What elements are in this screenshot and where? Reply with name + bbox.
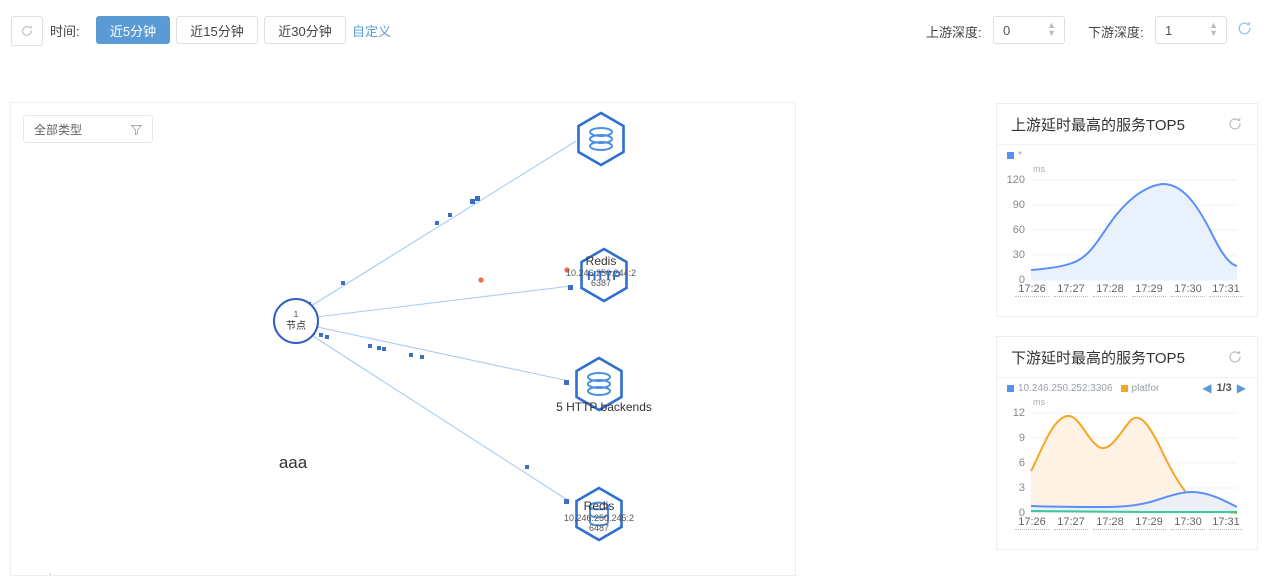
legend-swatch-icon xyxy=(1007,152,1014,159)
time-label: 时间: xyxy=(50,24,80,39)
chevron-up-icon: ▲ xyxy=(1209,20,1218,30)
x-tick: 17:26 xyxy=(1015,516,1049,530)
refresh-button[interactable] xyxy=(11,16,43,46)
downstream-latency-chart[interactable]: ms 12 9 6 3 0 17:26 17:27 17:28 17:29 xyxy=(997,395,1257,545)
x-tick: 17:29 xyxy=(1132,283,1166,297)
chevron-up-icon: ▲ xyxy=(1047,20,1056,30)
y-tick: 60 xyxy=(1012,224,1025,236)
y-tick: 9 xyxy=(1018,432,1025,444)
downstream-depth-input[interactable]: 1 ▲ ▼ xyxy=(1155,16,1227,44)
upstream-depth-label: 上游深度: xyxy=(926,25,982,40)
legend-label: 10.246.250.252:3306 xyxy=(1018,383,1113,394)
legend-item[interactable]: platfor xyxy=(1120,383,1160,394)
legend-swatch-icon xyxy=(1007,385,1014,392)
svg-text:HTTP: HTTP xyxy=(587,268,621,283)
legend-swatch-icon xyxy=(1120,385,1128,392)
top-toolbar: 时间: 近5分钟 近15分钟 近30分钟 自定义 上游深度: 0 ▲ ▼ 下游深… xyxy=(0,0,1270,60)
range-button-30min[interactable]: 近30分钟 xyxy=(264,16,346,44)
type-filter-select[interactable]: 全部类型 xyxy=(23,115,153,143)
upstream-depth-input[interactable]: 0 ▲ ▼ xyxy=(993,16,1065,44)
legend-label: * xyxy=(1018,150,1022,161)
downstream-depth-stepper[interactable]: ▲ ▼ xyxy=(1209,20,1218,38)
x-tick: 17:31 xyxy=(1209,516,1243,530)
center-node-name: aaa xyxy=(278,453,308,472)
legend-next-button[interactable]: ▶ xyxy=(1236,381,1246,395)
legend-prev-button[interactable]: ◀ xyxy=(1202,381,1212,395)
legend-page-indicator: 1/3 xyxy=(1216,382,1232,394)
chart-plot xyxy=(1030,412,1238,514)
chart-plot xyxy=(1030,179,1238,281)
y-tick: 90 xyxy=(1012,199,1025,211)
chevron-down-icon: ▼ xyxy=(1209,28,1218,38)
downstream-depth-label: 下游深度: xyxy=(1088,25,1144,40)
x-tick: 17:30 xyxy=(1171,516,1205,530)
filter-icon xyxy=(130,123,152,136)
upstream-depth-value: 0 xyxy=(1003,22,1011,38)
y-axis-unit: ms xyxy=(1033,164,1045,174)
panel-header: 上游延时最高的服务TOP5 xyxy=(997,104,1257,145)
panel-title: 上游延时最高的服务TOP5 xyxy=(1011,116,1185,134)
zoom-in-icon[interactable]: + xyxy=(45,569,55,575)
x-tick: 17:27 xyxy=(1054,516,1088,530)
legend-item[interactable]: 10.246.250.252:3306 xyxy=(1007,383,1113,394)
panel-refresh-button[interactable] xyxy=(1227,116,1257,132)
refresh-icon xyxy=(22,25,32,36)
chevron-down-icon: ▼ xyxy=(1047,28,1056,38)
downstream-depth-value: 1 xyxy=(1165,22,1173,38)
x-tick: 17:28 xyxy=(1093,516,1127,530)
svg-text:1: 1 xyxy=(294,310,299,319)
range-button-5min[interactable]: 近5分钟 xyxy=(96,16,170,44)
refresh-icon xyxy=(1238,21,1251,35)
legend-item[interactable]: * xyxy=(1007,150,1022,161)
panel-refresh-button[interactable] xyxy=(1227,349,1257,365)
x-tick: 17:28 xyxy=(1093,283,1127,297)
svg-text:节点: 节点 xyxy=(286,320,306,332)
upstream-depth-stepper[interactable]: ▲ ▼ xyxy=(1047,20,1056,38)
upstream-latency-panel: 上游延时最高的服务TOP5 * ms 120 90 60 30 0 xyxy=(996,103,1258,317)
y-tick: 0 xyxy=(1018,507,1025,519)
chart-legend[interactable]: 10.246.250.252:3306 platfor xyxy=(1007,383,1167,394)
panel-title: 下游延时最高的服务TOP5 xyxy=(1011,349,1185,367)
chart-legend[interactable]: * xyxy=(1007,150,1030,161)
downstream-latency-panel: 下游延时最高的服务TOP5 10.246.250.252:3306 platfo… xyxy=(996,336,1258,550)
x-tick: 17:29 xyxy=(1132,516,1166,530)
x-tick: 17:31 xyxy=(1209,283,1243,297)
type-filter-value: 全部类型 xyxy=(34,122,83,137)
y-tick: 120 xyxy=(1006,174,1025,186)
refresh-icon xyxy=(1229,350,1241,363)
y-tick: 6 xyxy=(1018,457,1025,469)
legend-label: platfor xyxy=(1131,383,1160,394)
zoom-slider-control[interactable]: + xyxy=(38,569,66,575)
y-tick: 30 xyxy=(1012,249,1025,261)
range-button-15min[interactable]: 近15分钟 xyxy=(176,16,258,44)
topology-graph-panel[interactable]: 全部类型 xyxy=(10,102,796,576)
y-tick: 12 xyxy=(1012,407,1025,419)
y-tick: 0 xyxy=(1018,274,1025,286)
custom-range-link[interactable]: 自定义 xyxy=(352,24,392,39)
x-tick: 17:27 xyxy=(1054,283,1088,297)
x-tick: 17:26 xyxy=(1015,283,1049,297)
graph-refresh-button[interactable] xyxy=(1236,20,1253,42)
upstream-latency-chart[interactable]: ms 120 90 60 30 0 17:26 17:27 17:28 17:2… xyxy=(997,162,1257,312)
panel-header: 下游延时最高的服务TOP5 xyxy=(997,337,1257,378)
y-tick: 3 xyxy=(1018,482,1025,494)
x-tick: 17:30 xyxy=(1171,283,1205,297)
topology-edges: 1 节点 HTTP xyxy=(273,111,628,542)
refresh-icon xyxy=(1229,117,1241,130)
y-axis-unit: ms xyxy=(1033,397,1045,407)
legend-pager[interactable]: ◀ 1/3 ▶ xyxy=(1199,381,1249,395)
